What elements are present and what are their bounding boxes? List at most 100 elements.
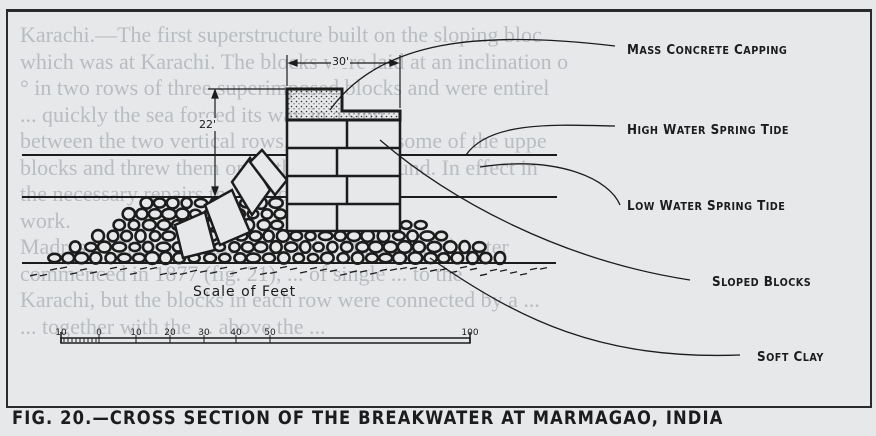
- clay-hatch: [189, 269, 198, 273]
- clay-hatch: [109, 266, 118, 270]
- rubble-stone: [96, 240, 113, 254]
- rubble-stone: [304, 230, 317, 242]
- rubble-stone: [413, 219, 428, 231]
- rubble-stone: [116, 252, 132, 264]
- bleed-line: Karachi, but the blocks in each row were…: [20, 287, 540, 312]
- label-soft-clay: SOFT CLAY: [757, 350, 824, 365]
- rubble-stone: [128, 241, 142, 253]
- soft-clay-hatching: [29, 265, 548, 277]
- clay-hatch: [199, 270, 208, 273]
- clay-hatch: [319, 268, 328, 272]
- clay-hatch: [89, 271, 98, 274]
- rubble-stone: [405, 229, 420, 243]
- rubble-stone: [131, 252, 147, 264]
- clay-hatch: [429, 269, 438, 272]
- rubble-stone: [478, 251, 493, 265]
- rubble-stone: [450, 251, 465, 265]
- label-low-water-spring-tide: LOW WATER SPRING TIDE: [627, 199, 786, 214]
- rubble-stone: [333, 230, 348, 242]
- scale-tick-label: 40: [230, 328, 242, 338]
- clay-hatch: [329, 269, 338, 273]
- clay-hatch: [479, 273, 488, 277]
- rubble-stone: [471, 240, 487, 254]
- rubble-stone: [262, 229, 276, 243]
- scale-tick-label: 20: [164, 328, 176, 338]
- clay-hatch: [129, 272, 138, 276]
- clay-hatch: [99, 273, 108, 276]
- rubble-stone: [127, 218, 141, 232]
- rubble-stone: [306, 252, 320, 264]
- rubble-stone: [112, 218, 127, 232]
- rubble-stone: [148, 229, 162, 243]
- rubble-stone: [61, 251, 76, 265]
- scale-tick-label: 10: [55, 328, 67, 338]
- rubble-stone: [267, 196, 285, 210]
- clay-hatch: [279, 265, 288, 269]
- bleed-line: ... together with the ... above the ...: [20, 313, 326, 339]
- clay-hatch: [219, 266, 228, 270]
- clay-hatch: [379, 268, 388, 272]
- clay-hatch: [49, 267, 58, 271]
- clay-hatch: [169, 272, 178, 276]
- rubble-stone: [336, 251, 351, 265]
- rubble-stone: [106, 229, 120, 243]
- rubble-stone: [160, 230, 177, 242]
- clay-hatch: [209, 271, 218, 275]
- clay-hatch: [409, 266, 418, 270]
- rubble-stone: [391, 230, 407, 242]
- rubble-stone: [411, 240, 427, 254]
- rubble-stone: [275, 228, 291, 244]
- rubble-stone: [147, 207, 163, 221]
- clay-hatch: [69, 272, 78, 275]
- rubble-stone: [134, 228, 147, 244]
- scale-tick-label: 0: [96, 328, 102, 338]
- rubble-stone: [73, 251, 90, 265]
- clay-hatch: [149, 266, 158, 270]
- rubble-stone: [367, 240, 384, 254]
- clay-hatch: [289, 267, 298, 271]
- clay-hatch: [259, 272, 268, 276]
- clay-hatch: [509, 271, 518, 274]
- rubble-stone: [233, 251, 248, 265]
- rubble-stone: [160, 207, 178, 221]
- scale-tick-label: 50: [264, 328, 276, 338]
- clay-hatch: [419, 267, 428, 271]
- clay-hatch: [229, 271, 238, 275]
- clay-hatch: [269, 271, 278, 274]
- bleed-line: ° in two rows of three superimposed bloc…: [20, 75, 550, 100]
- rubble-stone: [111, 241, 128, 253]
- rubble-stone: [84, 241, 98, 253]
- rubble-stone: [261, 252, 277, 264]
- rubble-stone: [339, 240, 354, 254]
- clay-hatch: [529, 267, 538, 271]
- clay-hatch: [239, 267, 248, 270]
- rubble-mound: [47, 195, 507, 266]
- rubble-stone: [227, 240, 241, 254]
- rubble-stone: [88, 251, 103, 265]
- rubble-stone: [245, 252, 262, 264]
- rubble-stone: [273, 208, 288, 220]
- clay-hatch: [389, 268, 398, 271]
- rubble-stone: [346, 229, 362, 243]
- rubble-stone: [165, 196, 180, 210]
- rubble-stone: [434, 230, 449, 242]
- rubble-stone: [355, 240, 370, 254]
- rubble-stone: [326, 240, 339, 254]
- rubble-stone: [47, 252, 62, 264]
- clay-hatch: [39, 273, 48, 277]
- rubble-stone: [317, 230, 334, 242]
- rubble-stone: [252, 240, 269, 254]
- rubble-stone: [269, 239, 283, 255]
- label-high-water-spring-tide: HIGH WATER SPRING TIDE: [627, 123, 789, 138]
- rubble-stone: [141, 240, 155, 254]
- clay-hatch: [399, 266, 408, 270]
- scale-tick-label: 10: [130, 328, 142, 338]
- rubble-stone: [119, 229, 134, 243]
- figure-frame: [6, 9, 872, 408]
- rubble-stone: [174, 207, 191, 221]
- clay-hatch: [59, 266, 68, 270]
- rubble-stone: [298, 239, 312, 255]
- clay-hatch: [339, 273, 348, 276]
- clay-hatch: [499, 269, 508, 272]
- rubble-stone: [312, 241, 325, 253]
